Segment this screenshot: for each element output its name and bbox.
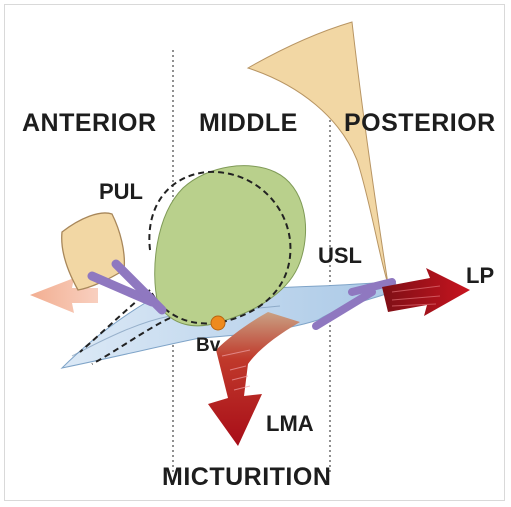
label-lp: LP [466,263,494,288]
label-usl: USL [318,243,362,268]
label-anterior: ANTERIOR [22,109,157,137]
label-pul: PUL [99,179,143,204]
label-middle: MIDDLE [199,109,298,137]
label-posterior: POSTERIOR [344,109,496,137]
label-micturition: MICTURITION [162,463,331,491]
label-bv: Bv [196,335,221,356]
label-lma: LMA [266,411,314,436]
bv-marker [211,316,225,330]
